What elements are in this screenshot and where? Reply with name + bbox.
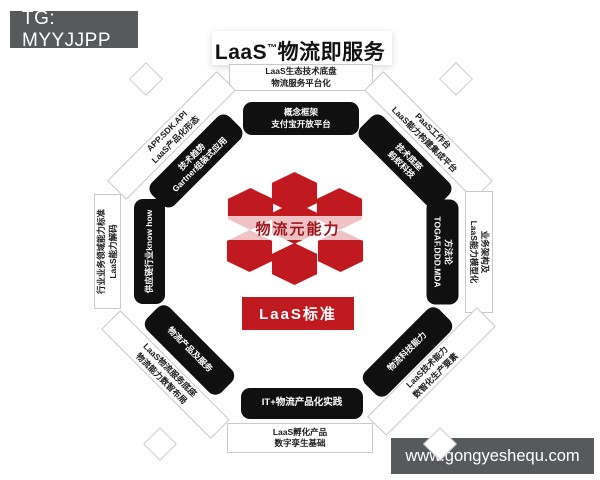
- bar-line: LaaS能力解码: [107, 224, 118, 279]
- bar-line: 行业业务领域能力标准: [96, 209, 107, 295]
- bar-line: 概念框架: [283, 107, 318, 118]
- corner-diamond-bottom-left: [143, 427, 177, 461]
- core-capability-label: 物流元能力: [255, 220, 341, 238]
- bar-line: LaaS孵化产品: [272, 426, 328, 437]
- bar-line: TOGAF.DDD.MDA: [432, 216, 443, 288]
- telegram-handle-text: TG: MYYJJPP: [22, 7, 112, 51]
- laas-standard-label: LaaS标准: [259, 306, 337, 323]
- website-watermark-banner: www.gongyeshequ.com: [391, 438, 594, 474]
- ring-right-black-bar: 方法论 TOGAF.DDD.MDA: [426, 199, 459, 305]
- corner-diamond-top-right: [439, 62, 473, 96]
- bar-line: LaaS能力模型化: [469, 220, 479, 284]
- bar-line: 供应链行业know how: [143, 209, 154, 294]
- ring-left-black-bar: 供应链行业know how: [134, 199, 165, 304]
- bar-line: 支付宝开放平台: [271, 118, 331, 129]
- title-card: [212, 31, 392, 65]
- title-brand: LaaS: [214, 41, 268, 64]
- bar-line: 物流服务平台化: [271, 77, 331, 88]
- ring-top-white-bar: LaaS生态技术底盘 物流服务平台化: [229, 64, 373, 91]
- page-title: LaaS™物流即服务: [0, 36, 600, 66]
- bar-line: 数字孪生基础: [274, 438, 326, 448]
- laas-standard-box: LaaS标准: [242, 297, 354, 330]
- ring-bottom-black-bar: IT+物流产品化实践: [241, 388, 363, 419]
- telegram-watermark-banner: TG: MYYJJPP: [10, 8, 138, 51]
- corner-diamond-top-left: [129, 62, 163, 96]
- ring-bottom-white-bar: LaaS孵化产品 数字孪生基础: [227, 423, 373, 453]
- ring-top-black-bar: 概念框架 支付宝开放平台: [243, 102, 359, 135]
- hexagon-shape: [271, 243, 318, 285]
- bar-line: 方法论: [443, 239, 454, 265]
- ring-right-white-bar: 业务架构及 LaaS能力模型化: [465, 191, 493, 313]
- bar-line: LaaS生态技术底盘: [265, 66, 337, 77]
- core-capability-band: 物流元能力: [225, 216, 371, 240]
- title-chinese: 物流即服务: [277, 41, 386, 64]
- trademark-symbol: ™: [267, 43, 278, 54]
- ring-left-white-bar: 行业业务领域能力标准 LaaS能力解码: [94, 194, 121, 309]
- bar-line: IT+物流产品化实践: [261, 397, 343, 409]
- bar-line: 业务架构及: [480, 230, 491, 274]
